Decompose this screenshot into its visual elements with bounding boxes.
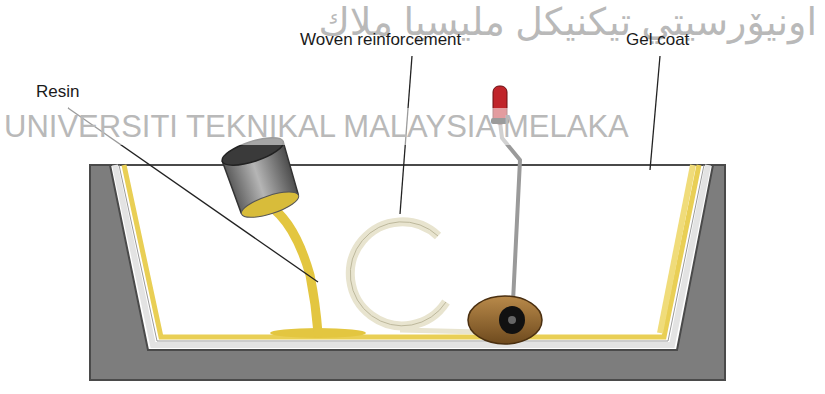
mould: [90, 165, 725, 380]
resin-bucket: [219, 132, 303, 223]
woven-reinforcement-roll-edge: [350, 222, 446, 326]
part-label: Resin: [36, 82, 79, 102]
gel-coat-edge: [119, 165, 704, 341]
laminate-wet-right: [660, 165, 693, 333]
woven-reinforcement-roll: [350, 222, 446, 326]
part-label: Woven reinforcement: [300, 30, 461, 50]
roller-axle: [508, 316, 516, 324]
roller-handle-wire: [500, 122, 520, 322]
laminate-layer: [124, 165, 699, 337]
roller-end: [499, 306, 525, 334]
watermark: UNIVERSITI TEKNIKAL MALAYSIA MELAKA: [4, 108, 629, 145]
leader-line: [650, 56, 660, 170]
part-label: Gel coat: [626, 30, 689, 50]
roller-cylinder: [468, 296, 542, 344]
mould-cavity: [110, 165, 713, 350]
resin-stream: [268, 205, 318, 333]
gel-coat-layer: [115, 165, 708, 345]
woven-reinforcement-sheet: [400, 330, 480, 332]
